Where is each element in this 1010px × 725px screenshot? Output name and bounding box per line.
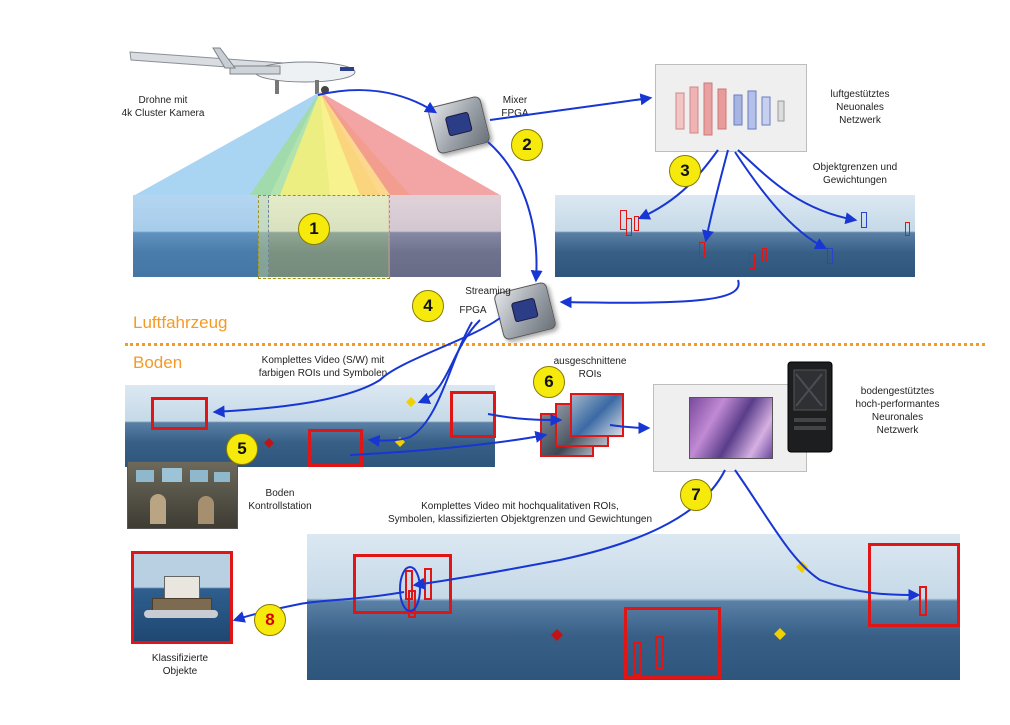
hq-object-bound [919,586,927,616]
hq-roi-box [868,543,960,627]
diamond-symbol-icon [796,561,808,573]
step-badge: 4 [412,290,444,322]
full-video-hq-label: Komplettes Video mit hochqualitativen RO… [387,501,653,525]
diamond-symbol-icon [406,397,416,407]
fov-blue-overlay [133,195,269,277]
fpga-label: FPGA [459,305,487,316]
air-roi-box [626,218,632,236]
step-badge: 1 [298,213,330,245]
step-badge: 7 [680,479,712,511]
air-roi-box [749,253,755,269]
air-roi-box [827,248,833,264]
ground-nn-label: bodengestütztes hoch-performantes Neuron… [855,386,940,436]
fov-red-overlay [388,195,501,277]
full-video-sw-label: Komplettes Video (S/W) mit farbigen ROIs… [258,355,388,379]
air-roi-box [861,212,867,228]
sw-roi-box [151,397,208,430]
sw-roi-box [308,429,363,467]
section-ground-label: Boden [133,353,183,372]
air-roi-box [905,222,910,236]
step-badge: 2 [511,129,543,161]
hq-object-bound [633,642,642,676]
step-badge: 6 [533,366,565,398]
hq-object-bound [408,590,416,618]
bounds-label: Objektgrenzen und Gewichtungen [812,162,898,186]
air-nn-diagram [655,64,807,152]
hq-roi-box [353,554,452,614]
cut-roi-thumb [570,393,624,437]
diamond-symbol-icon [264,438,274,448]
server-tower-icon [787,361,833,453]
diamond-symbol-icon [551,629,563,641]
air-nn-label: luftgestütztes Neuonales Netzwerk [830,89,890,126]
hq-roi-box [624,607,721,679]
ground-station-label: Boden Kontrollstation [248,488,312,512]
air-roi-box [634,216,639,231]
step-badge: 5 [226,433,258,465]
cut-rois-label: ausgeschnittene ROIs [553,356,627,380]
camera-fov [135,92,500,195]
section-aircraft-label: Luftfahrzeug [133,313,228,332]
streaming-label: Streaming [465,286,511,297]
hq-object-bound [655,636,664,670]
section-divider [125,343,985,346]
air-roi-sea-image [555,195,915,277]
air-roi-box [762,248,767,262]
classified-label: Klassifizierte Objekte [151,653,209,677]
ground-nn-diagram [653,384,807,472]
diamond-symbol-icon [774,628,786,640]
step-badge: 8 [254,604,286,636]
step-badge: 3 [669,155,701,187]
drone-icon [129,47,356,94]
mixer-fpga-label: Mixer FPGA [501,95,529,119]
drone-label: Drohne mit 4k Cluster Kamera [121,95,205,119]
ground-station-photo [127,461,238,529]
classified-object-photo [131,551,233,644]
air-roi-box [699,242,705,258]
